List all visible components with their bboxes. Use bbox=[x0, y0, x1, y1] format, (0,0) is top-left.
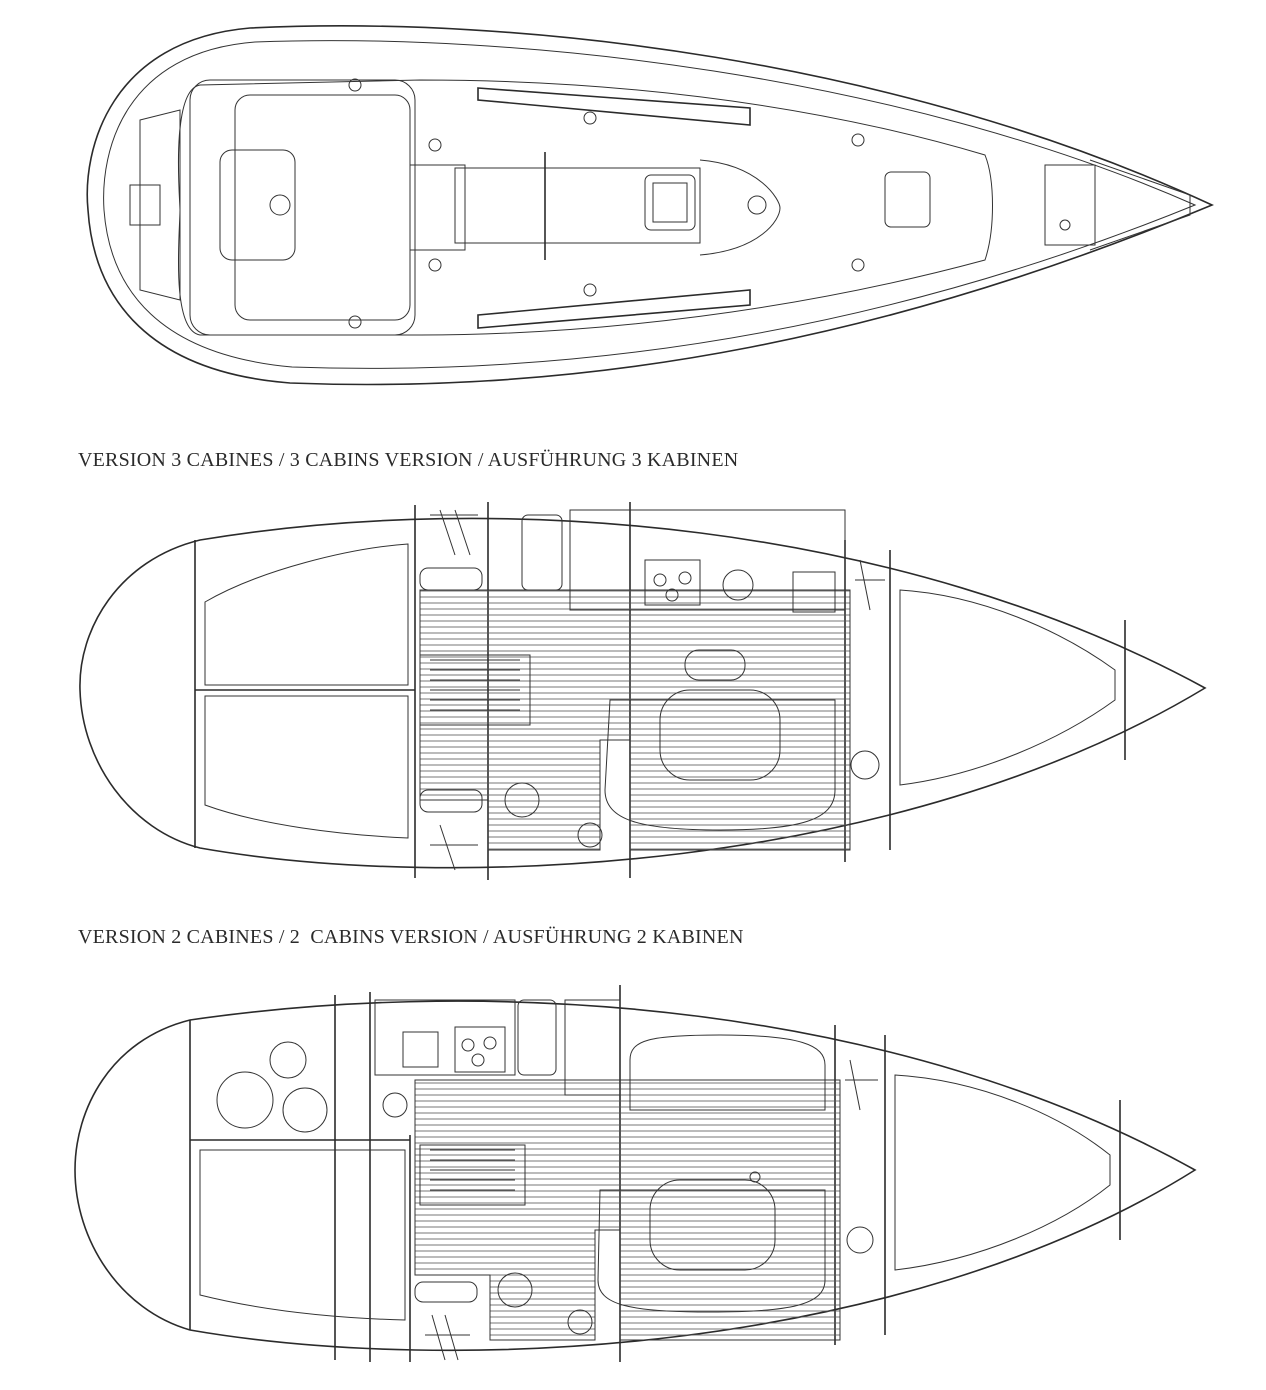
caption-3-cabins: VERSION 3 CABINES / 3 CABINS VERSION / A… bbox=[78, 449, 739, 471]
caption-2-cabins: VERSION 2 CABINES / 2 CABINS VERSION / A… bbox=[78, 926, 744, 948]
layout-2-cabins bbox=[74, 985, 1197, 1362]
deck-plan bbox=[86, 25, 1214, 386]
layout-3-cabins bbox=[79, 502, 1207, 880]
